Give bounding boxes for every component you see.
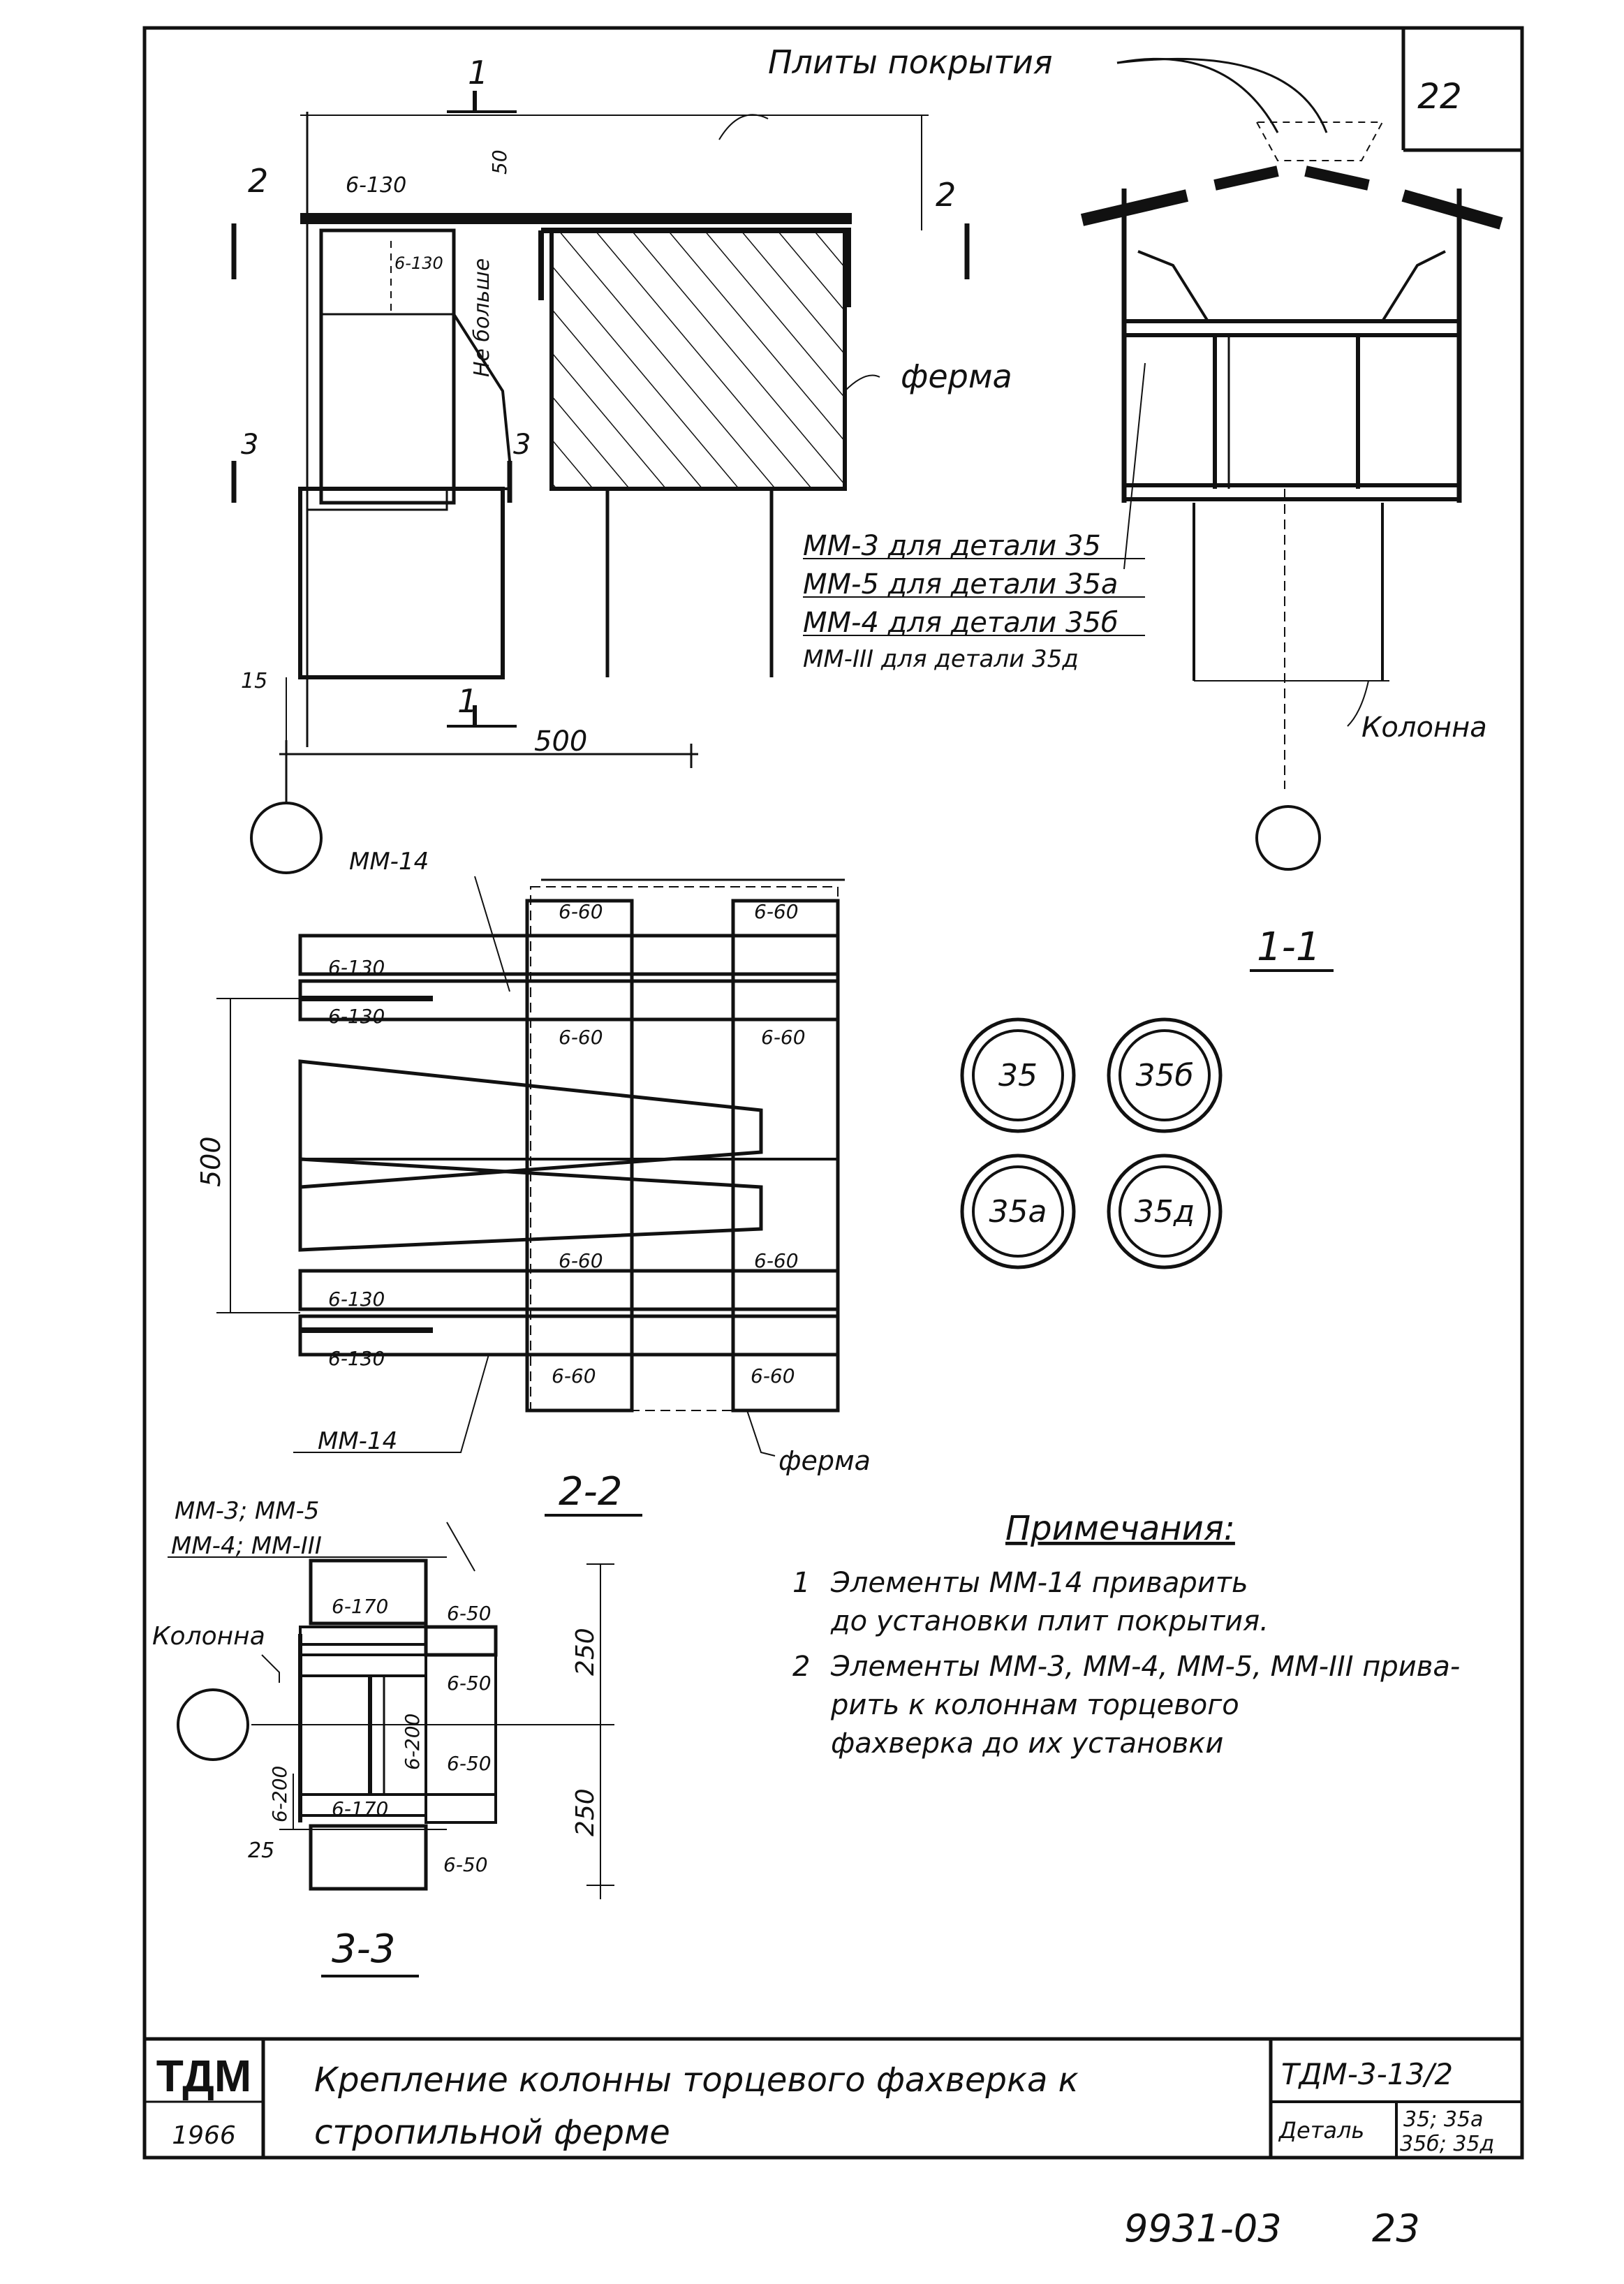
elements-line-4: ММ-III для детали 35д	[803, 645, 1079, 673]
archive-number: 9931-03	[1124, 2206, 1282, 2250]
elements-line-3: ММ-4 для детали 35б	[803, 607, 1119, 639]
note-1-line-2: до установки плит покрытия.	[830, 1605, 1269, 1637]
axis-bubble-33	[177, 1688, 249, 1761]
label-truss-bottom: ферма	[778, 1445, 871, 1476]
weld-6-50-d: 6-50	[443, 1853, 488, 1876]
label-weld-top: 6-130	[346, 173, 406, 198]
sheet-frame	[142, 26, 1524, 2160]
note-2-number: 2	[792, 1651, 810, 1683]
dim-250-b: 250	[571, 1788, 600, 1836]
weld-6-60-g: 6-60	[552, 1364, 596, 1387]
weld-6-130-b: 6-130	[328, 1005, 385, 1028]
weld-6-200-b: 6-200	[268, 1766, 291, 1822]
label-cover-slabs: Плиты покрытия	[768, 43, 1053, 81]
cut-label-1-bottom: 1	[457, 682, 478, 720]
label-mm14-top: ММ-14	[349, 848, 429, 876]
elevation-view	[231, 91, 1146, 874]
note-2-line-1: Элементы ММ-3, ММ-4, ММ-5, ММ-III прива-	[830, 1651, 1460, 1683]
label-mm-4-111: ММ-4; ММ-III	[171, 1532, 322, 1560]
section-2-2	[216, 876, 845, 1517]
weld-6-170-b: 6-170	[332, 1797, 388, 1820]
sheet-number: 22	[1417, 76, 1462, 117]
weld-6-60-b: 6-60	[754, 900, 799, 923]
note-1-number: 1	[792, 1567, 810, 1599]
note-2-line-3: фахверка до их установки	[831, 1727, 1223, 1760]
drawing-code: ТДМ-3-13/2	[1281, 2057, 1453, 2091]
detail-label: Деталь	[1278, 2117, 1364, 2144]
logo-tdm: ТДМ	[156, 2051, 251, 2101]
weld-6-60-a: 6-60	[559, 900, 603, 923]
weld-6-200-a: 6-200	[401, 1714, 424, 1770]
weld-6-60-h: 6-60	[751, 1364, 795, 1387]
label-mm14-bottom: ММ-14	[318, 1427, 397, 1455]
note-2-line-2: рить к колоннам торцевого	[830, 1689, 1239, 1721]
page-number: 23	[1372, 2206, 1420, 2250]
cut-label-3-left: 3	[241, 429, 258, 461]
weld-6-130-a: 6-130	[328, 956, 385, 979]
weld-6-60-f: 6-60	[754, 1249, 799, 1272]
weld-6-130-c: 6-130	[328, 1288, 385, 1311]
cut-label-2-left: 2	[248, 162, 268, 200]
detail-35d: 35д	[1135, 1194, 1195, 1230]
section-title-3-3: 3-3	[332, 1926, 395, 1972]
truss-section	[549, 228, 847, 491]
axis-bubble-left	[250, 802, 323, 874]
section-3-3	[168, 1522, 614, 1977]
detail-35: 35	[998, 1058, 1038, 1093]
label-column: Колонна	[1361, 712, 1487, 744]
label-truss: ферма	[901, 358, 1012, 395]
section-1-1	[1080, 57, 1503, 972]
detail-35b: 35б	[1135, 1058, 1193, 1093]
section-title-1-1: 1-1	[1257, 924, 1320, 970]
section-title-2-2: 2-2	[559, 1469, 622, 1515]
cut-label-1-top: 1	[468, 54, 488, 91]
dim-25: 25	[248, 1839, 274, 1863]
title-line-2: стропильной ферме	[314, 2113, 670, 2152]
elements-line-1: ММ-3 для детали 35	[803, 530, 1101, 562]
label-column-33: Колонна	[152, 1622, 265, 1651]
weld-6-50-c: 6-50	[447, 1752, 492, 1775]
dim-50: 50	[488, 149, 511, 175]
notes-title: Примечания:	[1005, 1509, 1235, 1548]
title-year: 1966	[172, 2121, 236, 2150]
elements-line-2: ММ-5 для детали 35а	[803, 568, 1118, 601]
detail-markers	[960, 1017, 1223, 1269]
weld-6-50-b: 6-50	[447, 1672, 492, 1695]
detail-35a: 35а	[989, 1194, 1047, 1230]
weld-6-170-a: 6-170	[332, 1595, 388, 1618]
title-line-1: Крепление колонны торцевого фахверка к	[314, 2061, 1079, 2100]
weld-6-130-d: 6-130	[328, 1347, 385, 1370]
dim-250-a: 250	[571, 1628, 600, 1676]
detail-numbers-1: 35; 35а	[1403, 2107, 1483, 2132]
axis-bubble-right	[1255, 805, 1321, 871]
title-block	[145, 2037, 1522, 2158]
dim-500-top: 500	[534, 725, 587, 758]
label-weld-small: 6-130	[394, 253, 443, 273]
weld-6-60-c: 6-60	[559, 1026, 603, 1049]
cut-label-3-right: 3	[513, 429, 531, 461]
weld-6-60-d: 6-60	[761, 1026, 806, 1049]
label-not-more: Не больше	[470, 258, 494, 377]
weld-6-50-a: 6-50	[447, 1602, 492, 1625]
weld-6-60-e: 6-60	[559, 1249, 603, 1272]
dim-15: 15	[241, 669, 267, 693]
label-mm-3-5: ММ-3; ММ-5	[175, 1497, 319, 1525]
cut-label-2-right: 2	[936, 176, 956, 214]
note-1-line-1: Элементы ММ-14 приварить	[830, 1567, 1248, 1599]
dim-500-side: 500	[195, 1136, 226, 1187]
detail-numbers-2: 35б; 35д	[1400, 2132, 1494, 2156]
